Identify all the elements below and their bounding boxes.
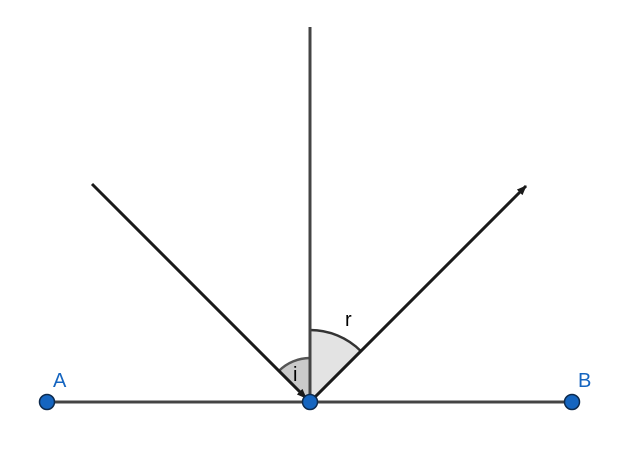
point-b[interactable]	[563, 393, 581, 411]
reflection-angle-sector	[308, 328, 363, 406]
reflected-ray	[308, 184, 528, 404]
point-a[interactable]	[38, 393, 56, 411]
incidence-angle-label: i	[293, 364, 297, 386]
incident-ray	[90, 182, 308, 400]
reflection-angle-label: r	[345, 309, 352, 331]
point-b-label: B	[578, 370, 591, 392]
point-incidence[interactable]	[301, 393, 319, 411]
point-a-label: A	[53, 370, 67, 392]
